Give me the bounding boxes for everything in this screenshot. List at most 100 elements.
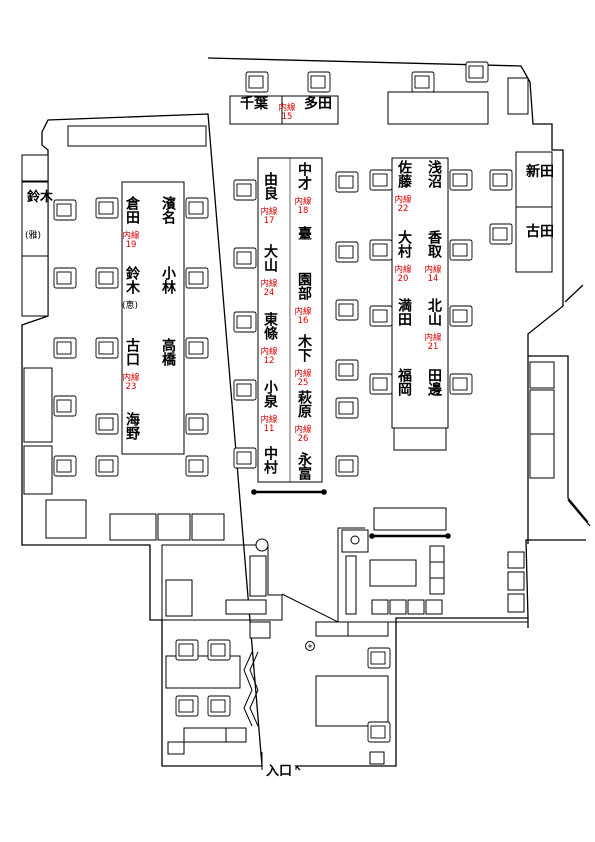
- extension-label: 内線 23: [122, 373, 140, 392]
- seat-name: 香取: [426, 230, 442, 258]
- extension-label: 内線 12: [260, 347, 278, 366]
- extension-label: 内線 26: [294, 425, 312, 444]
- chair: [53, 455, 77, 477]
- seat-name: 東條: [262, 312, 278, 340]
- seat-name: 大山: [262, 244, 278, 272]
- seat-name: 中村: [262, 446, 278, 474]
- seat-name: 佐藤: [396, 160, 412, 188]
- chair: [53, 395, 77, 417]
- seat-subname: (雅): [25, 231, 42, 241]
- seat-name-tada: 多田: [304, 96, 332, 112]
- chair: [185, 455, 209, 477]
- partition-bar-right: [369, 533, 451, 539]
- chair: [233, 379, 257, 401]
- chair: [335, 241, 359, 263]
- extension-label: 内線 14: [424, 265, 442, 284]
- chairs: [53, 61, 513, 743]
- chair: [489, 169, 513, 191]
- extension-label: 内線 17: [260, 207, 278, 226]
- seat-subname: (恵): [122, 301, 139, 311]
- extension-label: 内線 24: [260, 279, 278, 298]
- partition-bar-left: [251, 489, 327, 495]
- seat-name: 福岡: [396, 368, 412, 396]
- extension-label: 内線 19: [122, 231, 140, 250]
- seat-name: 由良: [262, 172, 278, 200]
- seat-name: 倉田: [124, 196, 140, 224]
- extension-label: 内線 22: [394, 195, 412, 214]
- extension-label: 内線 11: [260, 415, 278, 434]
- seat-name: 萩原: [296, 390, 312, 418]
- seat-name-nitta: 新田: [526, 164, 554, 180]
- chair: [95, 267, 119, 289]
- seat-name: 臺: [296, 226, 312, 240]
- chair: [369, 373, 393, 395]
- chair: [95, 413, 119, 435]
- chair: [449, 373, 473, 395]
- chair: [95, 197, 119, 219]
- seat-name: 永富: [296, 452, 312, 480]
- extension-label: 内線 16: [294, 307, 312, 326]
- chair: [465, 61, 489, 83]
- chair: [53, 199, 77, 221]
- seat-name: 小泉: [262, 380, 278, 408]
- extension-label: 内線 25: [294, 369, 312, 388]
- chair: [245, 71, 269, 93]
- seat-name-chiba: 千葉: [240, 96, 268, 112]
- chair: [233, 179, 257, 201]
- seat-name: 浅沼: [426, 160, 442, 188]
- seat-name: 田邊: [426, 368, 442, 396]
- chair: [233, 247, 257, 269]
- seat-name: 中才: [296, 162, 312, 190]
- seat-name: 海野: [124, 412, 140, 440]
- chair: [369, 305, 393, 327]
- seat-name: 古口: [124, 338, 140, 366]
- chair: [449, 169, 473, 191]
- seat-name: 北山: [426, 298, 442, 326]
- chair: [449, 305, 473, 327]
- chair: [185, 413, 209, 435]
- chair: [95, 337, 119, 359]
- chair: [335, 359, 359, 381]
- chair: [335, 455, 359, 477]
- chair: [207, 695, 231, 717]
- chair: [185, 337, 209, 359]
- chair: [95, 455, 119, 477]
- extension-label: 内線 18: [294, 197, 312, 216]
- entrance-label: 入口: [266, 764, 293, 779]
- chair: [335, 299, 359, 321]
- seat-name-furuta: 古田: [526, 224, 554, 240]
- chair: [175, 639, 199, 661]
- chair: [307, 71, 331, 93]
- outer-wall: [21, 57, 589, 771]
- chair: [335, 171, 359, 193]
- chair: [411, 71, 435, 93]
- chair: [233, 447, 257, 469]
- seat-name-suzuki-ma: 鈴木: [27, 190, 54, 205]
- seat-name: 園部: [296, 272, 312, 300]
- extension-label: 内線 21: [424, 333, 442, 352]
- chair: [369, 239, 393, 261]
- seat-name: 濱名: [160, 196, 176, 224]
- chair: [369, 169, 393, 191]
- chair: [489, 223, 513, 245]
- seat-name: 高橋: [160, 338, 176, 366]
- chair: [175, 695, 199, 717]
- seat-name: 小林: [160, 266, 176, 294]
- seat-name: 大村: [396, 230, 412, 258]
- chair: [233, 311, 257, 333]
- seat-name: 鈴木: [124, 266, 140, 294]
- seat-name: 木下: [296, 334, 312, 362]
- chair: [53, 337, 77, 359]
- chair: [449, 239, 473, 261]
- chair: [367, 721, 391, 743]
- chair: [185, 197, 209, 219]
- chair: [185, 267, 209, 289]
- chair: [207, 639, 231, 661]
- seat-name: 満田: [396, 298, 412, 326]
- chair: [335, 397, 359, 419]
- chair: [367, 647, 391, 669]
- extension-label: 内線 20: [394, 265, 412, 284]
- chair: [53, 267, 77, 289]
- extension-label: 内線 15: [278, 103, 296, 122]
